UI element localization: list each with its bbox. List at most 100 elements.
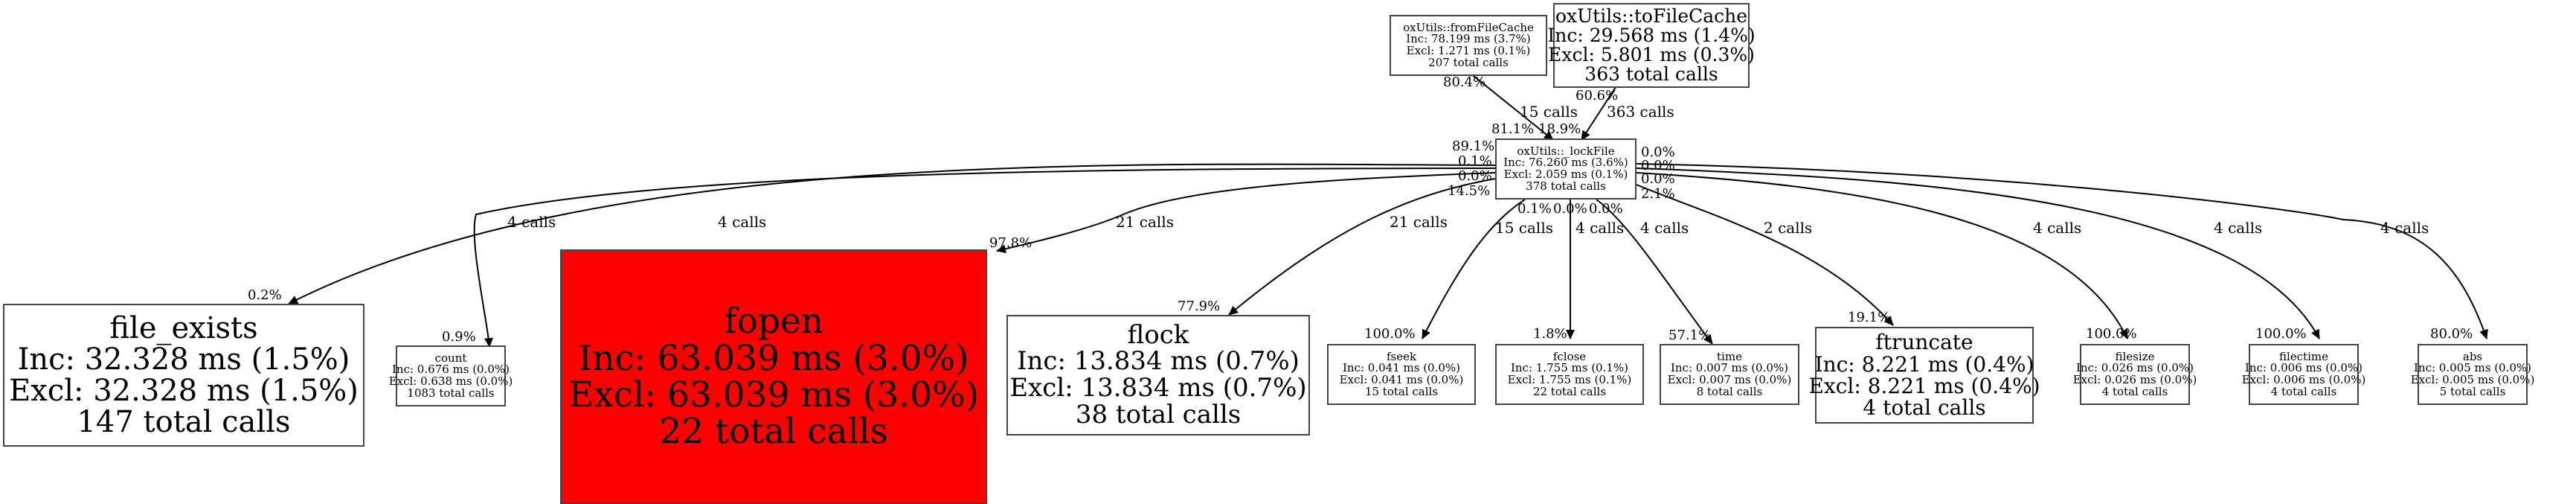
- node-inc: Inc: 8.221 ms (0.4%): [1814, 351, 2034, 377]
- edge-lockFile-abs: [1636, 163, 2488, 339]
- node-flock[interactable]: flock Inc: 13.834 ms (0.7%) Excl: 13.834…: [1006, 315, 1310, 436]
- node-excl: Excl: 0.005 ms (0.0%): [2410, 373, 2535, 386]
- edge-calls-label: 21 calls: [1116, 213, 1174, 231]
- node-excl: Excl: 0.026 ms (0.0%): [2072, 373, 2197, 386]
- node-excl: Excl: 8.221 ms (0.4%): [1808, 374, 2040, 398]
- node-calls: 15 total calls: [1364, 384, 1439, 398]
- node-excl: Excl: 2.059 ms (0.1%): [1503, 168, 1628, 181]
- edge-calls-label: 4 calls: [507, 213, 556, 231]
- node-fseek[interactable]: fseek Inc: 0.041 ms (0.0%) Excl: 0.041 m…: [1327, 344, 1476, 405]
- node-ftruncate[interactable]: ftruncate Inc: 8.221 ms (0.4%) Excl: 8.2…: [1808, 327, 2040, 424]
- edge-head-pct: 80.0%: [2430, 326, 2473, 342]
- node-inc: Inc: 0.026 ms (0.0%): [2075, 361, 2194, 375]
- edge-head-pct: 1.8%: [1533, 326, 1567, 342]
- node-excl: Excl: 0.007 ms (0.0%): [1667, 373, 1792, 386]
- node-name: file_exists: [109, 311, 258, 345]
- node-inc: Inc: 0.005 ms (0.0%): [2413, 361, 2532, 375]
- edge-head-pct: 77.9%: [1178, 299, 1221, 314]
- edge-lockFile-filectime: [1636, 168, 2320, 339]
- edge-tail-pct: 89.1%: [1452, 138, 1495, 154]
- node-name: fopen: [724, 301, 823, 342]
- edge-tail-pct: 60.6%: [1576, 88, 1619, 103]
- node-inc: Inc: 0.007 ms (0.0%): [1670, 361, 1789, 375]
- node-inc: Inc: 76.260 ms (3.6%): [1503, 156, 1628, 170]
- edge-tail-pct: 0.1%: [1458, 153, 1492, 169]
- edge-tail-pct: 0.1%: [1517, 201, 1552, 217]
- node-calls: 207 total calls: [1428, 55, 1509, 69]
- node-calls: 4 total calls: [1863, 395, 1986, 421]
- edge-calls-label: 15 calls: [1520, 103, 1578, 121]
- node-calls: 4 total calls: [2270, 384, 2337, 398]
- node-calls: 378 total calls: [1526, 179, 1606, 193]
- edge-calls-label: 15 calls: [1495, 219, 1553, 237]
- edge-head-pct: 0.2%: [248, 287, 282, 303]
- edge-lockFile-flock: [1228, 178, 1496, 316]
- node-inc: Inc: 0.041 ms (0.0%): [1342, 361, 1461, 375]
- edge-tail-pct: 0.0%: [1458, 168, 1492, 184]
- node-calls: 5 total calls: [2439, 384, 2506, 398]
- node-name: fseek: [1386, 349, 1417, 363]
- node-abs[interactable]: abs Inc: 0.005 ms (0.0%) Excl: 0.005 ms …: [2411, 344, 2534, 405]
- edge-calls-label: 4 calls: [2214, 219, 2263, 237]
- edge-tail-pct: 0.0%: [1641, 144, 1675, 160]
- node-inc: Inc: 1.755 ms (0.1%): [1510, 361, 1629, 375]
- edge-calls-label: 21 calls: [1390, 213, 1448, 231]
- node-excl: Excl: 63.039 ms (3.0%): [568, 374, 980, 415]
- edge-head-pct: 18.9%: [1538, 121, 1581, 137]
- node-calls: 363 total calls: [1584, 63, 1718, 86]
- edge-calls-label: 4 calls: [1576, 219, 1625, 237]
- node-excl: Excl: 0.006 ms (0.0%): [2241, 373, 2366, 386]
- node-inc: Inc: 13.834 ms (0.7%): [1017, 346, 1300, 377]
- node-filectime[interactable]: filectime Inc: 0.006 ms (0.0%) Excl: 0.0…: [2242, 344, 2365, 405]
- edge-tail-pct: 0.0%: [1589, 201, 1623, 217]
- node-excl: Excl: 0.041 ms (0.0%): [1339, 373, 1464, 386]
- edge-calls-label: 2 calls: [1764, 219, 1813, 237]
- node-inc: Inc: 0.006 ms (0.0%): [2244, 361, 2363, 375]
- edge-head-pct: 100.0%: [1364, 326, 1416, 342]
- node-name: fclose: [1552, 349, 1587, 363]
- node-inc: Inc: 29.568 ms (1.4%): [1547, 24, 1756, 46]
- node-inc: Inc: 0.676 ms (0.0%): [391, 363, 510, 377]
- node-toFileCache[interactable]: oxUtils::toFileCache Inc: 29.568 ms (1.4…: [1547, 3, 1756, 88]
- edge-tail-pct: 0.0%: [1641, 158, 1675, 173]
- node-excl: Excl: 1.271 ms (0.1%): [1406, 44, 1531, 57]
- edge-tail-pct: 0.0%: [1641, 171, 1675, 187]
- node-name: filectime: [2278, 349, 2328, 363]
- edge-calls-label: 4 calls: [1640, 219, 1689, 237]
- edge-tail-pct: 2.1%: [1641, 186, 1675, 202]
- node-time[interactable]: time Inc: 0.007 ms (0.0%) Excl: 0.007 ms…: [1660, 344, 1799, 405]
- node-fclose[interactable]: fclose Inc: 1.755 ms (0.1%) Excl: 1.755 …: [1495, 344, 1644, 405]
- edge-lockFile-count: [473, 168, 1496, 348]
- edge-head-pct: 19.1%: [1848, 310, 1891, 325]
- edge-head-pct: 0.9%: [442, 329, 476, 345]
- node-lockFile[interactable]: oxUtils::_lockFile Inc: 76.260 ms (3.6%)…: [1495, 138, 1637, 200]
- node-excl: Excl: 0.638 ms (0.0%): [388, 374, 513, 388]
- edge-calls-label: 4 calls: [2033, 219, 2082, 237]
- edge-head-pct: 100.0%: [2086, 326, 2137, 342]
- node-name: ftruncate: [1875, 330, 1973, 355]
- node-filesize[interactable]: filesize Inc: 0.026 ms (0.0%) Excl: 0.02…: [2073, 344, 2197, 405]
- edge-toFileCache-lockFile: [1581, 84, 1618, 141]
- edge-head-pct: 57.1%: [1668, 328, 1712, 343]
- node-fromFileCache[interactable]: oxUtils::fromFileCache Inc: 78.199 ms (3…: [1390, 15, 1547, 76]
- node-count[interactable]: count Inc: 0.676 ms (0.0%) Excl: 0.638 m…: [389, 345, 513, 406]
- node-name: filesize: [2115, 349, 2155, 363]
- node-excl: Excl: 1.755 ms (0.1%): [1507, 373, 1632, 386]
- node-calls: 4 total calls: [2101, 384, 2168, 398]
- edge-head-pct: 100.0%: [2255, 326, 2307, 342]
- node-inc: Inc: 63.039 ms (3.0%): [578, 337, 969, 379]
- node-calls: 8 total calls: [1696, 384, 1763, 398]
- node-calls: 22 total calls: [1532, 384, 1607, 398]
- node-name: oxUtils::_lockFile: [1517, 144, 1615, 158]
- node-name: flock: [1127, 319, 1189, 350]
- node-excl: Excl: 13.834 ms (0.7%): [1009, 373, 1307, 403]
- edge-lockFile-fseek: [1422, 199, 1526, 339]
- node-inc: Inc: 32.328 ms (1.5%): [17, 342, 350, 377]
- node-fopen[interactable]: fopen Inc: 63.039 ms (3.0%) Excl: 63.039…: [560, 249, 987, 504]
- node-name: oxUtils::toFileCache: [1555, 4, 1748, 27]
- node-file_exists[interactable]: file_exists Inc: 32.328 ms (1.5%) Excl: …: [3, 304, 364, 447]
- node-name: time: [1717, 349, 1742, 363]
- edge-calls-label: 4 calls: [718, 213, 767, 231]
- edge-calls-label: 4 calls: [2380, 219, 2429, 237]
